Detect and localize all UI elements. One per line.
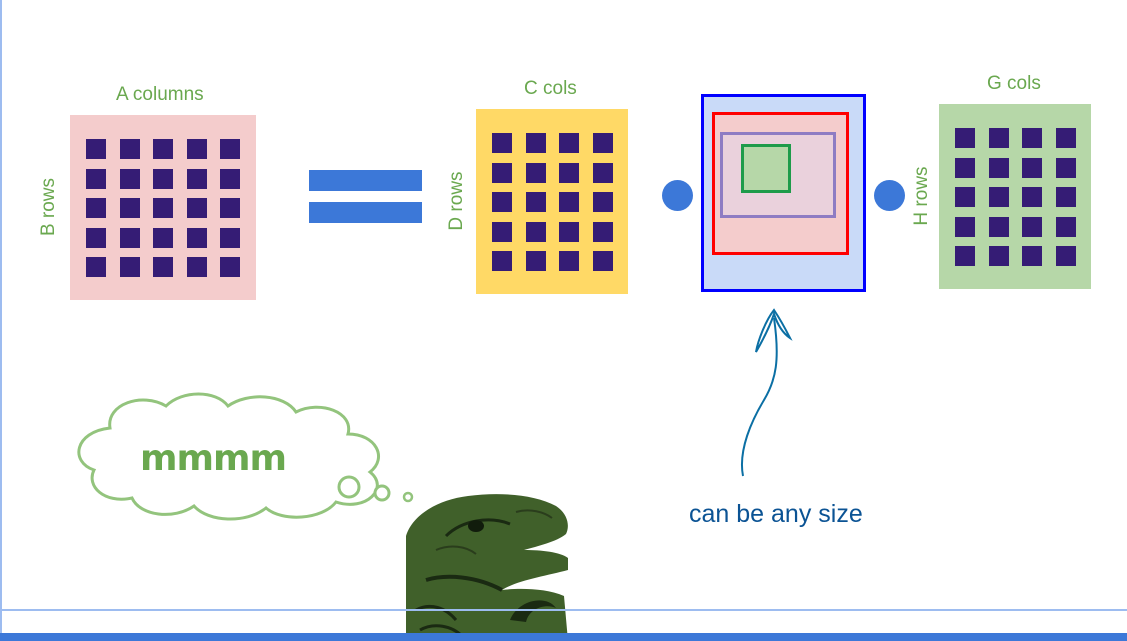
matrix-cell <box>559 221 579 242</box>
matrix-cell <box>988 216 1009 237</box>
bottom-border-thin <box>0 609 1127 611</box>
matrix-cell <box>220 168 240 189</box>
matrix-cell <box>186 227 207 248</box>
matrix-g-top-label: G cols <box>987 73 1041 94</box>
philosoraptor-icon <box>406 494 568 641</box>
matrix-cell <box>1055 246 1076 266</box>
matrix-cell <box>559 133 579 153</box>
matrix-cell <box>988 187 1009 207</box>
matrix-cell <box>988 246 1009 266</box>
matrix-cell <box>1022 246 1042 266</box>
matrix-cell <box>988 128 1009 148</box>
matrix-g <box>939 104 1091 289</box>
matrix-cell <box>592 221 613 242</box>
matrix-cell <box>955 128 975 148</box>
matrix-cell <box>186 257 207 277</box>
matrix-cell <box>153 139 173 159</box>
matrix-cell <box>559 192 579 212</box>
matrix-cell <box>153 198 173 218</box>
matrix-cell <box>220 198 240 218</box>
thought-text: mmmm <box>140 438 287 479</box>
matrix-cell <box>525 192 546 212</box>
matrix-cell <box>492 192 512 212</box>
matrix-cell <box>559 162 579 183</box>
matrix-cell <box>592 251 613 271</box>
matrix-cell <box>220 257 240 277</box>
matrix-cell <box>1022 216 1042 237</box>
matrix-c-side-label: D rows <box>446 171 467 231</box>
matrix-cell <box>86 227 106 248</box>
matrix-cell <box>592 162 613 183</box>
matrix-cell <box>525 162 546 183</box>
matrix-cell <box>525 221 546 242</box>
matrix-cell <box>153 168 173 189</box>
matrix-cell <box>559 251 579 271</box>
matrix-cell <box>119 257 140 277</box>
matrix-cell <box>955 157 975 178</box>
matrix-cell <box>220 139 240 159</box>
matrix-cell <box>592 133 613 153</box>
matrix-c <box>476 109 628 294</box>
thought-cloud-icon <box>77 392 414 521</box>
matrix-cell <box>119 198 140 218</box>
matrix-cell <box>988 157 1009 178</box>
equals-bottom-bar <box>309 202 422 223</box>
matrix-cell <box>955 216 975 237</box>
matrix-cell <box>592 192 613 212</box>
matrix-a <box>70 115 256 300</box>
matrix-cell <box>86 139 106 159</box>
matrix-cell <box>1055 128 1076 148</box>
matrix-cell <box>1055 216 1076 237</box>
kernel-green-box <box>741 144 791 193</box>
matrix-cell <box>1022 157 1042 178</box>
matrix-cell <box>492 162 512 183</box>
matrix-a-side-label: B rows <box>38 177 59 237</box>
matrix-cell <box>1055 187 1076 207</box>
matrix-cell <box>1055 157 1076 178</box>
hand-drawn-arrow-icon <box>741 308 793 477</box>
matrix-g-side-label: H rows <box>911 166 932 226</box>
matrix-cell <box>492 221 512 242</box>
matrix-cell <box>955 246 975 266</box>
matrix-cell <box>153 227 173 248</box>
matrix-cell <box>119 168 140 189</box>
matrix-cell <box>119 227 140 248</box>
matrix-cell <box>186 168 207 189</box>
dot-operator-right <box>874 180 905 211</box>
matrix-cell <box>492 133 512 153</box>
matrix-cell <box>86 198 106 218</box>
matrix-cell <box>1022 128 1042 148</box>
left-border <box>0 0 2 641</box>
matrix-a-top-label: A columns <box>116 84 204 105</box>
matrix-c-top-label: C cols <box>524 78 577 99</box>
matrix-cell <box>492 251 512 271</box>
equals-top-bar <box>309 170 422 191</box>
matrix-cell <box>186 198 207 218</box>
matrix-cell <box>955 187 975 207</box>
dot-operator-left <box>662 180 693 211</box>
matrix-cell <box>1022 187 1042 207</box>
matrix-cell <box>86 168 106 189</box>
matrix-cell <box>525 133 546 153</box>
bottom-border-thick <box>0 633 1127 641</box>
matrix-cell <box>220 227 240 248</box>
matrix-cell <box>153 257 173 277</box>
matrix-cell <box>525 251 546 271</box>
matrix-cell <box>186 139 207 159</box>
matrix-cell <box>86 257 106 277</box>
matrix-cell <box>119 139 140 159</box>
kernel-caption: can be any size <box>689 500 863 528</box>
